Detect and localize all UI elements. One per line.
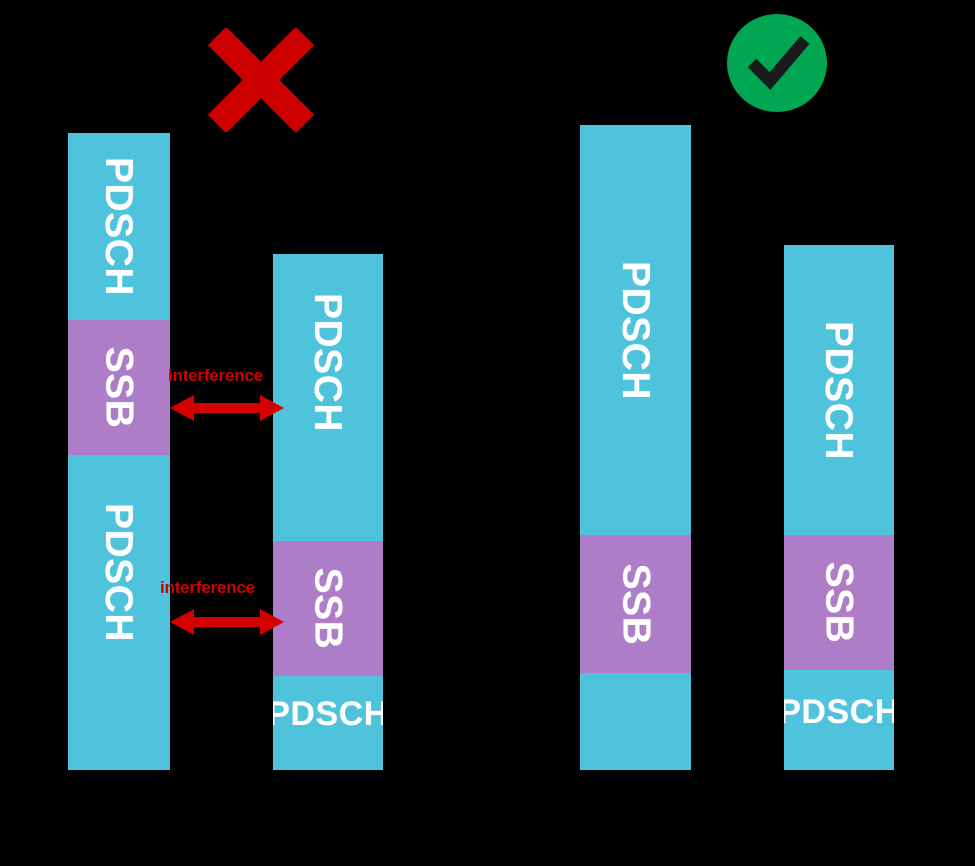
segment-label: PDSCH (273, 695, 383, 733)
segment-pdsch: PDSCH (68, 133, 170, 320)
segment-pdsch (580, 673, 691, 770)
segment-ssb: SSB (580, 535, 691, 673)
interference-upper: interference (168, 366, 288, 426)
check-circle-icon (726, 13, 828, 113)
segment-pdsch: PDSCH (68, 455, 170, 770)
segment-label: SSB (817, 561, 861, 644)
segment-ssb: SSB (784, 535, 894, 670)
cross-icon (207, 28, 315, 132)
good-column-1: PDSCH SSB (580, 125, 691, 770)
segment-label: PDSCH (97, 156, 141, 297)
segment-label: SSB (97, 346, 141, 429)
segment-pdsch: PDSCH (580, 125, 691, 535)
segment-pdsch: PDSCH (784, 670, 894, 770)
segment-label: SSB (306, 567, 350, 650)
bad-column-1: PDSCH SSB PDSCH (68, 133, 170, 770)
interference-arrow-icon (168, 392, 286, 424)
segment-ssb: SSB (68, 320, 170, 455)
interference-label: interference (168, 366, 263, 385)
bad-column-2: PDSCH SSB PDSCH (273, 254, 383, 770)
segment-pdsch: PDSCH (784, 245, 894, 535)
segment-label: PDSCH (614, 260, 657, 400)
segment-pdsch: PDSCH (273, 254, 383, 541)
segment-label: SSB (613, 563, 657, 645)
good-column-2: PDSCH SSB PDSCH (784, 245, 894, 770)
segment-label: PDSCH (97, 502, 141, 643)
interference-lower: interference (160, 578, 290, 638)
interference-label: interference (160, 578, 255, 597)
segment-label: PDSCH (817, 320, 861, 460)
segment-pdsch: PDSCH (273, 676, 383, 770)
segment-label: PDSCH (784, 693, 894, 731)
segment-label: PDSCH (306, 292, 350, 433)
segment-ssb: SSB (273, 541, 383, 676)
interference-arrow-icon (168, 606, 286, 638)
